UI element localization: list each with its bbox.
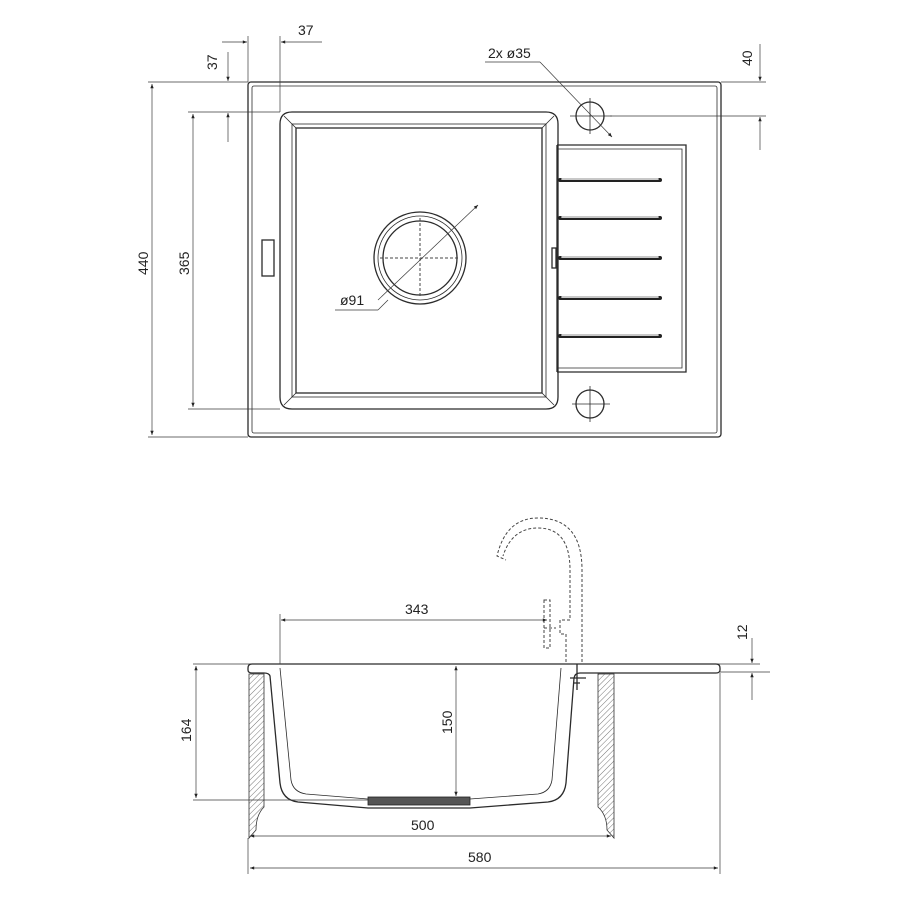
overflow-slot	[261, 239, 275, 277]
side-dimensions: 343 12 164 150 500 580	[178, 601, 770, 874]
dim-overall-depth: 440	[135, 251, 151, 275]
drainer-board	[551, 144, 687, 373]
top-dimensions: 440 365 37 37 40	[135, 22, 766, 438]
faucet	[496, 517, 586, 690]
side-view: 343 12 164 150 500 580	[178, 517, 770, 874]
cabinet-wall-right	[597, 673, 615, 840]
dim-bowl-depth-side: 150	[439, 710, 455, 734]
dim-total-height: 164	[178, 718, 194, 742]
tap-holes-label: 2x ø35	[488, 45, 531, 61]
tap-holes: 2x ø35	[485, 45, 613, 422]
top-view: ø91 2x ø35	[135, 22, 766, 438]
dim-tap-hole-offset: 40	[739, 50, 755, 66]
dim-bowl-width: 343	[405, 601, 429, 617]
dim-left-offset: 37	[298, 22, 314, 38]
bowl-outline	[279, 111, 559, 410]
bowl-inner	[295, 127, 543, 394]
dim-rim-thickness: 12	[734, 624, 750, 640]
dim-top-offset: 37	[204, 54, 220, 70]
drain-section	[367, 796, 471, 806]
drain-diameter-label: ø91	[340, 292, 364, 308]
sink-outline	[247, 81, 722, 438]
dim-bowl-depth: 365	[176, 251, 192, 275]
drain: ø91	[335, 204, 479, 311]
cabinet-wall-left	[248, 673, 265, 840]
dim-cabinet-width: 500	[411, 817, 435, 833]
sink-section	[247, 663, 721, 809]
dim-overall-width: 580	[468, 849, 492, 865]
